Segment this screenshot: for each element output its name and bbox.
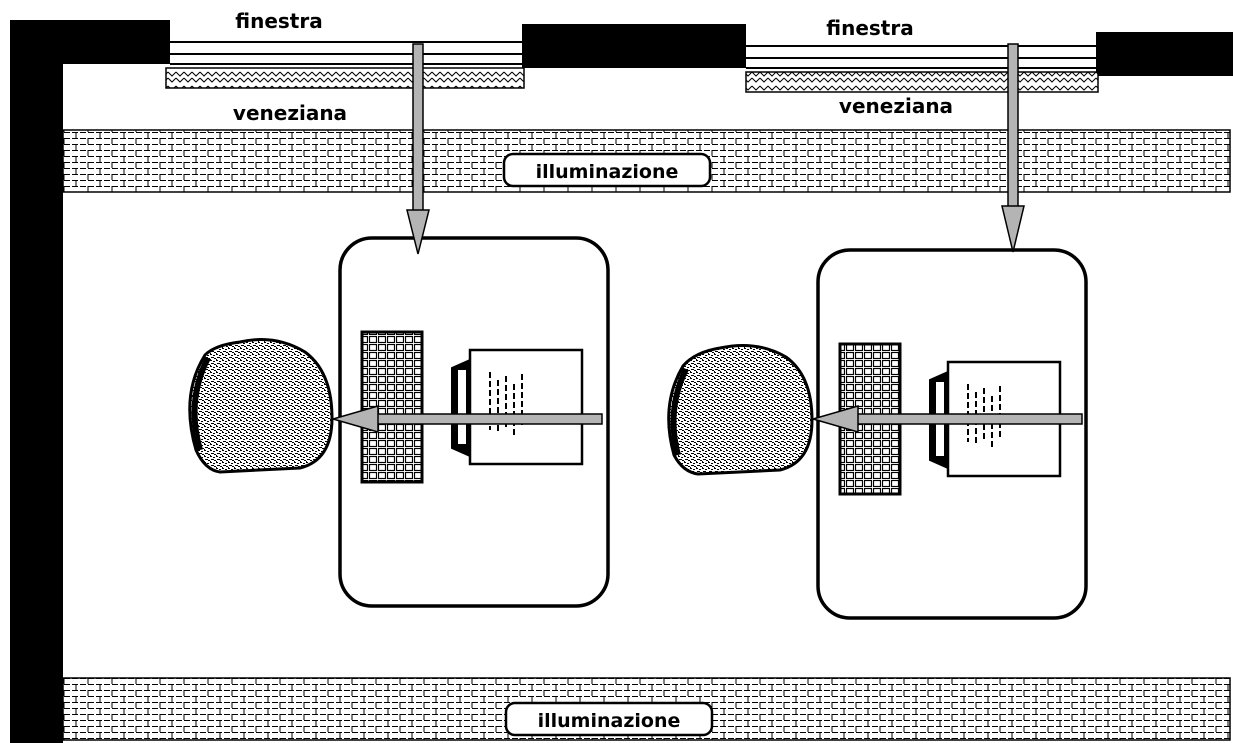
wall-top-segments [10,20,1233,76]
monitor-left-icon [451,348,584,466]
blind-left [165,67,525,89]
wall-left [10,20,63,743]
window-glass-right [746,45,1096,69]
arrow-window-left [406,43,430,255]
arrow-monitor-left [330,405,603,433]
keyboard-left-icon [360,330,424,484]
lighting-label-top: illuminazione [536,161,679,183]
window-label-left: finestra [235,9,322,33]
chair-left-icon [188,338,334,474]
window-glass-left [170,41,522,65]
lighting-label-box-bottom [504,701,714,737]
monitor-right-icon [929,360,1062,478]
blind-label-right: veneziana [839,94,953,118]
arrow-window-right [1001,43,1025,253]
lighting-label-box-top [502,152,712,188]
arrow-monitor-right [810,405,1083,433]
window-label-right: finestra [826,16,913,40]
lighting-label-bottom: illuminazione [538,710,681,732]
chair-right-icon [667,343,814,476]
blind-right [745,71,1099,93]
blind-label-left: veneziana [233,101,347,125]
